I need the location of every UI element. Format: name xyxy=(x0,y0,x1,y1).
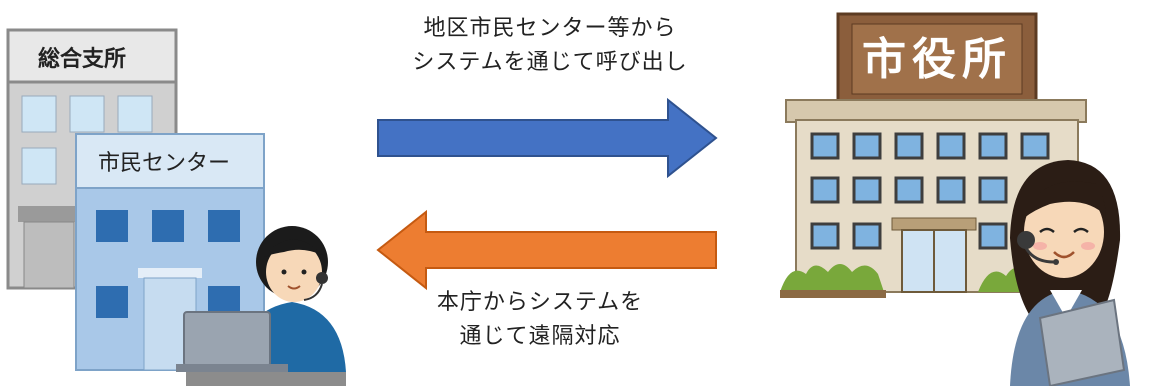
branch-office-label: 総合支所 xyxy=(38,46,126,72)
bottom-caption-line2: 通じて遠隔対応 xyxy=(459,324,621,349)
left-operator-figure xyxy=(176,226,346,386)
top-caption-line2: システムを通じて呼び出し xyxy=(412,50,688,75)
bottom-caption-line1: 本庁からシステムを xyxy=(436,290,644,315)
right-operator-figure xyxy=(1010,160,1130,386)
arrow-left xyxy=(376,209,717,291)
top-caption-line1: 地区市民センター等から xyxy=(423,16,677,41)
city-hall-label: 市役所 xyxy=(862,34,1012,85)
city-hall-building xyxy=(780,12,1087,298)
bottom-caption: 本庁からシステムを 通じて遠隔対応 xyxy=(390,286,690,354)
arrow-right xyxy=(377,97,718,179)
top-caption: 地区市民センター等から システムを通じて呼び出し xyxy=(370,12,730,80)
citizen-center-label: 市民センター xyxy=(98,151,230,176)
